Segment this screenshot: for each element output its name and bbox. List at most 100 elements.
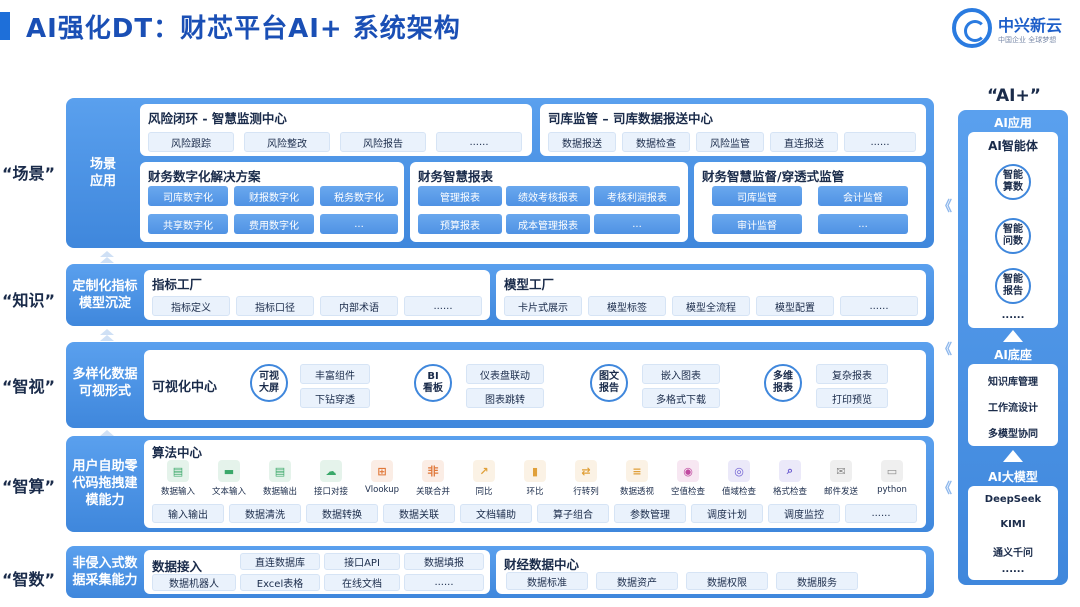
chip-vision-3-0: 复杂报表 [816, 364, 888, 384]
chip-algo: 文档辅助 [460, 504, 532, 523]
chip-risk-1: 风险整改 [244, 132, 330, 152]
chip-risk-2: 风险报告 [340, 132, 426, 152]
ai-base-item-0: 知识库管理 [988, 377, 1038, 388]
layer-scene-title-line1: 场景 [89, 157, 116, 172]
chip-ingest-0: 直连数据库 [240, 553, 320, 570]
chip-report-2: 考核利润报表 [594, 186, 680, 206]
tool-label: 文本输入 [211, 487, 246, 497]
chip-index-1: 指标口径 [236, 296, 314, 316]
chip-algo: 数据转换 [306, 504, 378, 523]
circle-vision-1-line2: 看板 [423, 383, 443, 394]
chip-report-1: 绩效考核报表 [506, 186, 590, 206]
tool-item: ◎值域检查 [717, 460, 761, 497]
layer-scene-title-line2: 应用 [89, 174, 116, 189]
panel-fin-data-title: 财经数据中心 [504, 557, 580, 572]
chip-audit-1: 会计监督 [818, 186, 908, 206]
chip-center-3: 数据服务 [776, 572, 858, 590]
ai-base-box: 知识库管理 工作流设计 多模型协同 [968, 364, 1058, 446]
panel-treasury: 司库监管 – 司库数据报送中心 数据报送 数据检查 风险监管 直连报送 ....… [540, 104, 926, 156]
row-label-data: “智数” [2, 570, 56, 589]
panel-fin-title: 财务数字化解决方案 [148, 169, 261, 184]
ai-agent-box: AI智能体 智能算数 智能问数 智能报告 ...... [968, 132, 1058, 328]
ai-plus-heading: “AI+” [987, 86, 1041, 106]
panel-model-title: 模型工厂 [504, 277, 555, 292]
tool-item: ▮环比 [513, 460, 557, 497]
panel-audit: 财务智慧监督/穿透式监管 司库监管 会计监督 审计监督 ... [694, 162, 926, 242]
circle-vision-3-line2: 报表 [773, 383, 793, 394]
ai-agent-circle-0-line1: 智能 [1003, 170, 1023, 181]
up-arrow-icon [100, 335, 114, 341]
chip-report-3: 预算报表 [418, 214, 502, 234]
tool-item: ◉空值检查 [666, 460, 710, 497]
layer-data-title: 非侵入式数 据采集能力 [66, 555, 144, 589]
ai-agent-circle-0: 智能算数 [995, 164, 1031, 200]
panel-treasury-title: 司库监管 – 司库数据报送中心 [548, 111, 713, 126]
chip-treasury-4: ...... [844, 132, 916, 152]
layer-knowledge-title-line1: 定制化指标 [72, 279, 138, 294]
circle-vision-0-line2: 大屏 [259, 383, 279, 394]
tool-label: 数据输入 [160, 487, 195, 497]
circle-vision-0: 可视大屏 [250, 364, 288, 402]
layer-compute-title-line1: 用户自助零 [72, 459, 138, 474]
tool-icon: ⌕ [779, 460, 801, 482]
tool-item: ⇄行转列 [564, 460, 608, 497]
tool-item: 非关联合并 [411, 460, 455, 497]
panel-visualization-title: 可视化中心 [152, 380, 218, 395]
chip-report-5: ... [594, 214, 680, 234]
tool-item: ▬文本输入 [207, 460, 251, 497]
tool-label: Vlookup [364, 485, 400, 495]
chip-ingest-4: Excel表格 [240, 574, 320, 591]
layer-knowledge-title-line2: 模型沉淀 [78, 296, 131, 311]
chip-vision-2-0: 嵌入图表 [642, 364, 720, 384]
chip-model-2: 模型全流程 [672, 296, 750, 316]
tool-label: 空值检查 [670, 487, 705, 497]
company-logo: 中兴新云 中国企业 全球梦想 [952, 8, 1072, 52]
ai-llm-item-1: KIMI [1000, 519, 1026, 530]
ai-agent-circle-2-line1: 智能 [1003, 274, 1023, 285]
tool-item: ▤ 数据输入 [156, 460, 200, 497]
tool-label: 邮件发送 [823, 487, 858, 497]
ai-llm-title: AI大模型 [988, 470, 1038, 484]
chip-algo: 数据清洗 [229, 504, 301, 523]
tool-icon: ⇄ [575, 460, 597, 482]
layer-vision-title: 多样化数据 可视形式 [66, 366, 144, 400]
logo-slogan: 中国企业 全球梦想 [998, 36, 1057, 44]
ai-base-item-2: 多模型协同 [988, 429, 1038, 440]
chip-risk-0: 风险跟踪 [148, 132, 234, 152]
tool-icon: ▮ [524, 460, 546, 482]
circle-vision-0-line1: 可视 [259, 371, 279, 382]
panel-index-factory: 指标工厂 指标定义 指标口径 内部术语 ...... [144, 270, 490, 320]
logo-icon [952, 8, 992, 48]
up-arrow-icon [100, 430, 114, 436]
tool-icon: ◎ [728, 460, 750, 482]
tool-icon: ↗ [473, 460, 495, 482]
chip-fin-3: 共享数字化 [148, 214, 228, 234]
tool-item: ▭python [870, 460, 914, 495]
layer-data-title-line2: 据采集能力 [72, 573, 138, 588]
tool-label: 格式检查 [772, 487, 807, 497]
panel-ingest-title: 数据接入 [152, 559, 203, 574]
layer-data-title-line1: 非侵入式数 [72, 556, 138, 571]
tool-icon: ▤ [167, 460, 189, 482]
chip-vision-0-0: 丰富组件 [300, 364, 370, 384]
chip-audit-2: 审计监督 [712, 214, 802, 234]
chip-fin-1: 财报数字化 [234, 186, 314, 206]
chip-ingest-3: 数据机器人 [152, 574, 236, 591]
up-arrow-icon [100, 329, 114, 335]
layer-compute-title: 用户自助零 代码拖拽建 模能力 [66, 458, 144, 509]
layer-vision-title-line2: 可视形式 [78, 384, 131, 399]
chip-treasury-3: 直连报送 [770, 132, 838, 152]
up-arrow-icon [1003, 330, 1023, 342]
tool-item: ⌕ 格式检查 [768, 460, 812, 497]
ai-agent-circle-2: 智能报告 [995, 268, 1031, 304]
tool-item: ✉邮件发送 [819, 460, 863, 497]
circle-vision-3-line1: 多维 [773, 371, 793, 382]
panel-fin: 财务数字化解决方案 司库数字化 财报数字化 税务数字化 共享数字化 费用数字化 … [140, 162, 404, 242]
chip-algo: 调度监控 [768, 504, 840, 523]
tool-label: 同比 [475, 487, 493, 497]
chip-ingest-5: 在线文档 [324, 574, 400, 591]
